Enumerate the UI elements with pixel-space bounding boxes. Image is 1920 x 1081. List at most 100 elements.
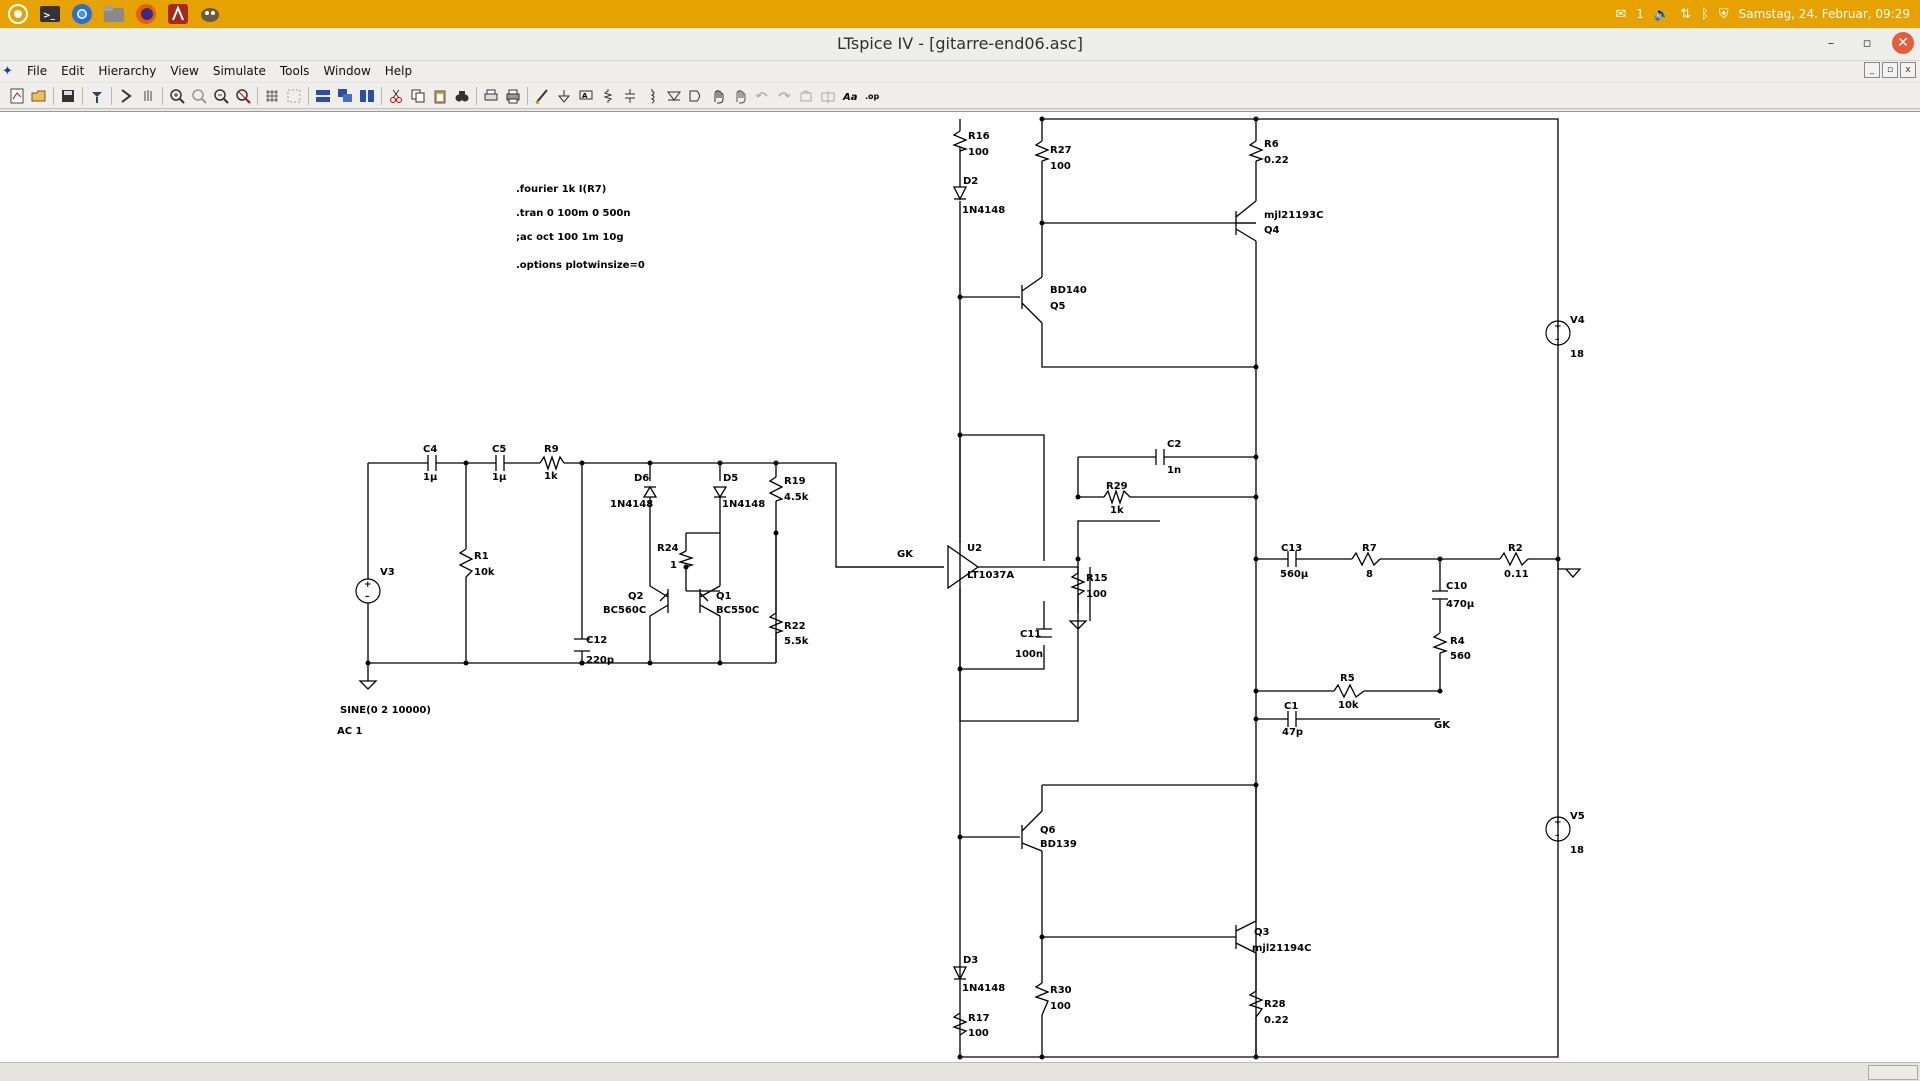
diode-d3[interactable]: D3 1N4148	[952, 955, 1005, 994]
gimp-icon[interactable]	[196, 2, 224, 26]
directive-options[interactable]: .options plotwinsize=0	[516, 260, 645, 271]
menu-simulate[interactable]: Simulate	[212, 64, 266, 78]
transistor-q1[interactable]: Q1 BC550C	[699, 585, 759, 617]
menu-window[interactable]: Window	[323, 64, 371, 78]
component-icon[interactable]	[685, 85, 707, 107]
cut-icon[interactable]	[385, 85, 407, 107]
net-label-icon[interactable]: A	[575, 85, 597, 107]
minimize-icon[interactable]: –	[1827, 35, 1835, 51]
pan-icon[interactable]	[188, 85, 210, 107]
find-icon[interactable]	[451, 85, 473, 107]
capacitor-c10[interactable]: C10 470µ	[1432, 581, 1475, 610]
zoom-in-icon[interactable]	[166, 85, 188, 107]
network-icon[interactable]: ⇅	[1680, 6, 1692, 22]
directive-tran[interactable]: .tran 0 100m 0 500n	[516, 208, 631, 219]
menu-hierarchy[interactable]: Hierarchy	[98, 64, 157, 78]
mirror-icon[interactable]	[817, 85, 839, 107]
tile-horizontal-icon[interactable]	[312, 85, 334, 107]
draw-wire-icon[interactable]	[531, 85, 553, 107]
maximize-icon[interactable]: ▫	[1862, 35, 1872, 51]
control-panel-icon[interactable]	[86, 85, 108, 107]
files-icon[interactable]	[100, 2, 128, 26]
resistor-r30[interactable]: R30 100	[1034, 982, 1072, 1016]
capacitor-c1[interactable]: C1 47p	[1282, 701, 1303, 738]
capacitor-c5[interactable]: C5 1µ	[492, 444, 507, 483]
resistor-r15[interactable]: R15 100	[1068, 567, 1108, 630]
transistor-q6[interactable]: Q6 BD139	[1021, 810, 1077, 852]
resistor-r9[interactable]: R9 1k	[539, 444, 565, 482]
capacitor-c12[interactable]: C12 220p	[574, 635, 614, 666]
redo-icon[interactable]	[773, 85, 795, 107]
directive-ac[interactable]: ;ac oct 100 1m 10g	[516, 232, 624, 243]
resistor-icon[interactable]	[597, 85, 619, 107]
resistor-r7[interactable]: R7 8	[1351, 543, 1381, 580]
menu-file[interactable]: File	[27, 64, 48, 78]
transistor-q2[interactable]: Q2 BC560C	[603, 585, 669, 617]
ground-icon[interactable]	[553, 85, 575, 107]
zoom-out-icon[interactable]	[210, 85, 232, 107]
capacitor-c11[interactable]: C11 100n	[1015, 628, 1052, 660]
mdi-close-icon[interactable]: x	[1900, 62, 1916, 78]
ltspice-icon[interactable]	[164, 2, 192, 26]
run-icon[interactable]	[115, 85, 137, 107]
halt-icon[interactable]	[137, 85, 159, 107]
move-icon[interactable]	[707, 85, 729, 107]
capacitor-c4[interactable]: C4 1µ	[423, 444, 438, 483]
diode-d5[interactable]: D5 1N4148	[712, 473, 765, 510]
resistor-r27[interactable]: R27 100	[1034, 140, 1072, 172]
inductor-icon[interactable]	[641, 85, 663, 107]
source-v3[interactable]: +– V3 SINE(0 2 10000) AC 1	[337, 567, 431, 737]
terminal-icon[interactable]: >_	[36, 2, 64, 26]
directive-fourier[interactable]: .fourier 1k I(R7)	[516, 184, 606, 195]
resistor-r22[interactable]: R22 5.5k	[768, 612, 809, 647]
resistor-r19[interactable]: R19 4.5k	[768, 476, 809, 503]
opamp-u2[interactable]: GK U2 LT1037A	[836, 434, 1079, 722]
resistor-r4[interactable]: R4 560	[1432, 632, 1471, 662]
open-icon[interactable]	[28, 85, 50, 107]
diode-d6[interactable]: D6 1N4148	[610, 473, 658, 510]
mdi-restore-icon[interactable]: ▫	[1882, 62, 1898, 78]
copy-icon[interactable]	[407, 85, 429, 107]
supply-v4[interactable]: +– V4 18	[1545, 315, 1585, 360]
resistor-r1[interactable]: R1 10k	[458, 548, 495, 578]
firefox-icon[interactable]	[132, 2, 160, 26]
menu-help[interactable]: Help	[384, 64, 413, 78]
netlabel-gk[interactable]: GK	[1434, 720, 1451, 731]
bluetooth-icon[interactable]: ᛒ	[1701, 6, 1709, 22]
ubuntu-logo-icon[interactable]	[4, 2, 32, 26]
paste-icon[interactable]	[429, 85, 451, 107]
diode-d2[interactable]: D2 1N4148	[952, 176, 1005, 216]
resistor-r2[interactable]: R2 0.11	[1499, 543, 1529, 580]
transistor-q4[interactable]: mjl21193C Q4	[1235, 200, 1323, 242]
mdi-minimize-icon[interactable]: _	[1864, 62, 1880, 78]
resistor-r28[interactable]: R28 0.22	[1248, 990, 1289, 1026]
shield-icon[interactable]: ⛨	[1718, 6, 1729, 22]
transistor-q3[interactable]: Q3 mjl21194C	[1235, 920, 1311, 954]
tile-vertical-icon[interactable]	[356, 85, 378, 107]
menu-view[interactable]: View	[170, 64, 199, 78]
schematic-canvas[interactable]: .fourier 1k I(R7) .tran 0 100m 0 500n ;a…	[0, 111, 1920, 1063]
undo-icon[interactable]	[751, 85, 773, 107]
chromium-icon[interactable]	[68, 2, 96, 26]
resistor-r5[interactable]: R5 10k	[1333, 673, 1365, 711]
resistor-r17[interactable]: R17 100	[952, 1012, 990, 1039]
text-icon[interactable]: Aa	[839, 85, 861, 107]
print-icon[interactable]	[502, 85, 524, 107]
spice-directive-icon[interactable]: .op	[861, 85, 883, 107]
resistor-r29[interactable]: R29 1k	[1103, 481, 1131, 516]
notification-icon[interactable]: ✉	[1615, 6, 1627, 22]
volume-icon[interactable]: 🔈	[1653, 6, 1671, 22]
print-preview-icon[interactable]	[480, 85, 502, 107]
save-icon[interactable]	[57, 85, 79, 107]
supply-v5[interactable]: +– V5 18	[1545, 811, 1585, 856]
grid-icon[interactable]	[261, 85, 283, 107]
menu-edit[interactable]: Edit	[61, 64, 85, 78]
clock[interactable]: Samstag, 24. Februar, 09:29	[1738, 7, 1910, 21]
menu-tools[interactable]: Tools	[279, 64, 310, 78]
new-schematic-icon[interactable]	[6, 85, 28, 107]
zoom-fit-icon[interactable]	[232, 85, 254, 107]
capacitor-icon[interactable]	[619, 85, 641, 107]
transistor-q5[interactable]: BD140 Q5	[1021, 276, 1087, 324]
cascade-icon[interactable]	[334, 85, 356, 107]
grid-alt-icon[interactable]	[283, 85, 305, 107]
